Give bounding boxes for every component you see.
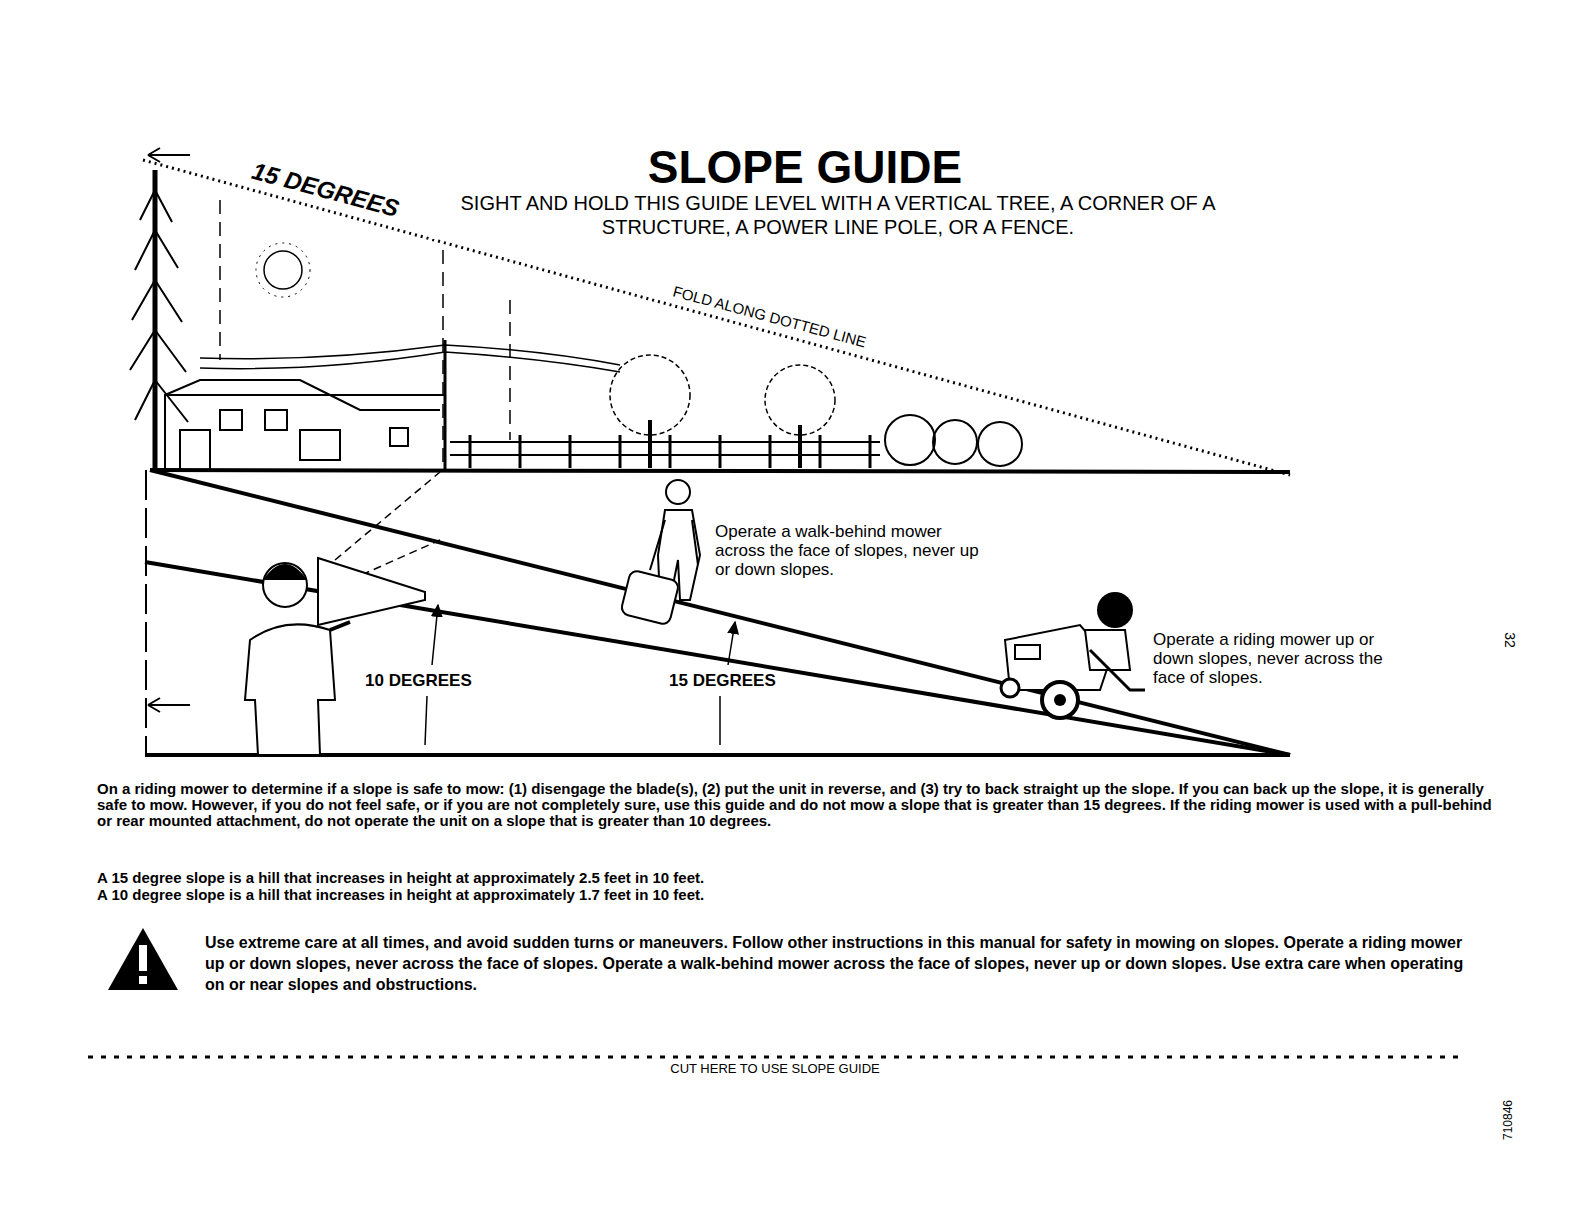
fold-line <box>143 160 1290 475</box>
cut-line <box>88 1056 1462 1059</box>
part-number: 710846 <box>1501 1100 1515 1140</box>
body-line: A 15 degree slope is a hill that increas… <box>97 870 1497 886</box>
warning-text: Use extreme care at all times, and avoid… <box>205 932 1467 995</box>
warning-icon <box>108 928 178 990</box>
riding-note: Operate a riding mower up or down slopes… <box>1153 630 1403 687</box>
angle-label: 15 DEGREES <box>666 671 779 691</box>
walk-behind-note: Operate a walk-behind mower across the f… <box>715 522 983 579</box>
angle-label: 15 DEGREES <box>246 156 405 224</box>
page-number: 32 <box>1502 632 1518 648</box>
cut-label: CUT HERE TO USE SLOPE GUIDE <box>667 1061 883 1076</box>
body-line: A 10 degree slope is a hill that increas… <box>97 887 1497 903</box>
page-title: SLOPE GUIDE <box>648 142 962 192</box>
body-paragraph: On a riding mower to determine if a slop… <box>97 781 1497 829</box>
fold-label: FOLD ALONG DOTTED LINE <box>669 281 872 351</box>
angle-label: 10 DEGREES <box>362 671 475 691</box>
instruction-text: SIGHT AND HOLD THIS GUIDE LEVEL WITH A V… <box>430 191 1246 239</box>
